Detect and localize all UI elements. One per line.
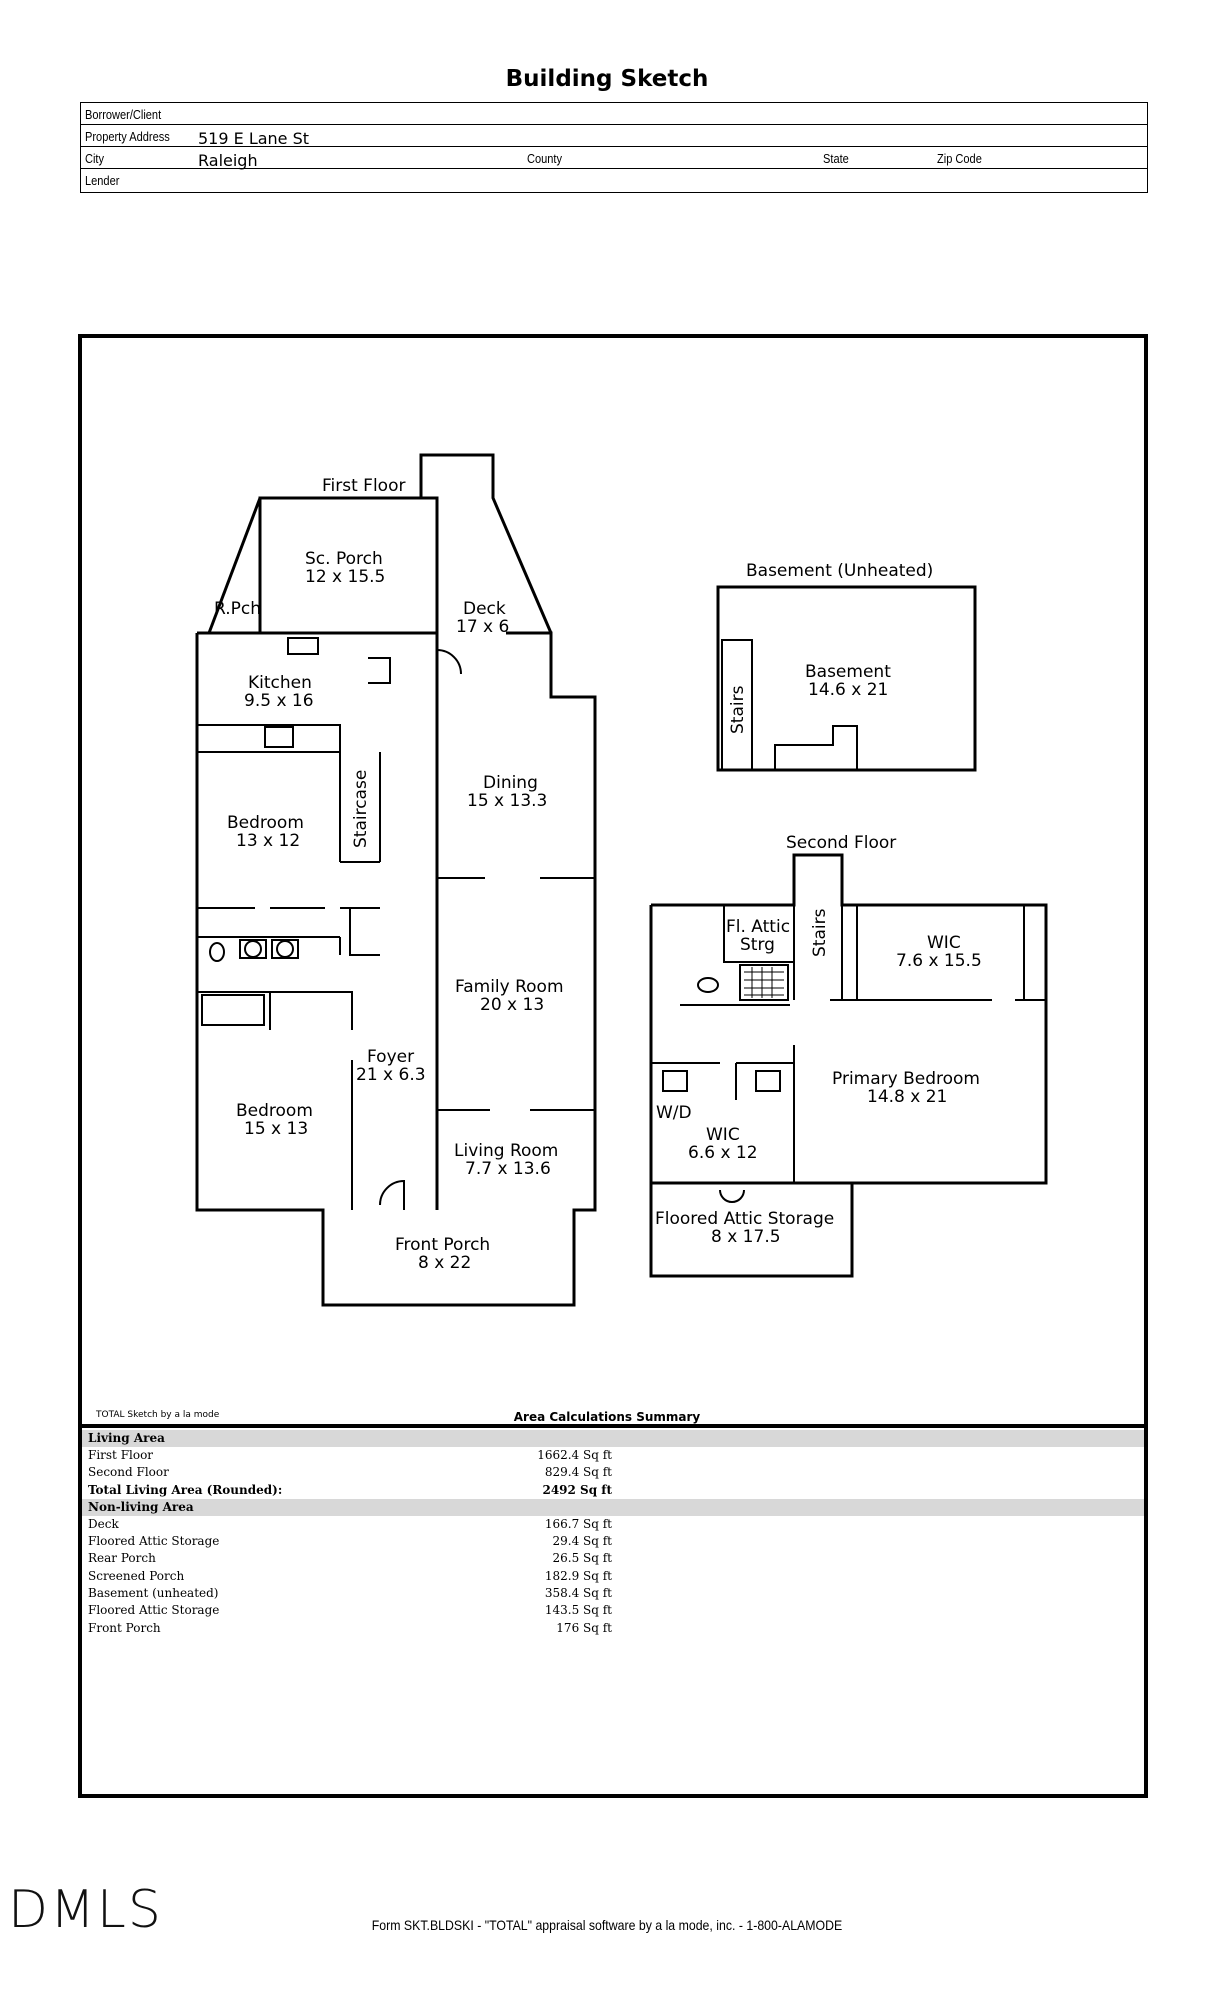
- floored-attic-label: Floored Attic Storage: [655, 1209, 834, 1229]
- nonliving-area-header: Non-living Area: [82, 1498, 1144, 1516]
- row-name: First Floor: [88, 1448, 154, 1462]
- dmls-logo: DMLS: [8, 1880, 163, 1940]
- row-value: 829.4 Sq ft: [544, 1465, 612, 1480]
- kitchen-dim: 9.5 x 16: [244, 691, 314, 711]
- living-room-dim: 7.7 x 13.6: [465, 1159, 551, 1179]
- staircase-label: Staircase: [351, 770, 371, 848]
- first-floor-label: First Floor: [322, 476, 405, 496]
- family-room-dim: 20 x 13: [480, 995, 544, 1015]
- table-row: Floored Attic Storage 29.4 Sq ft: [82, 1533, 1144, 1550]
- row-name: Front Porch: [88, 1620, 161, 1635]
- sc-porch-dim: 12 x 15.5: [305, 567, 385, 587]
- basement-label: Basement: [805, 662, 891, 682]
- city-value: Raleigh: [198, 151, 258, 170]
- row-name: Floored Attic Storage: [88, 1534, 220, 1549]
- row-name: Screened Porch: [88, 1568, 185, 1583]
- total-living-row: Total Living Area (Rounded): 2492 Sq ft: [82, 1482, 1144, 1499]
- basement-title: Basement (Unheated): [746, 561, 933, 581]
- row-value: 166.7 Sq ft: [544, 1516, 612, 1531]
- table-row: Floored Attic Storage 143.5 Sq ft: [82, 1602, 1144, 1619]
- bedroom2-label: Bedroom: [236, 1101, 313, 1121]
- row-value: 1662.4 Sq ft: [537, 1448, 612, 1462]
- row-name: Rear Porch: [88, 1551, 156, 1566]
- washer-dryer-label: W/D: [656, 1103, 692, 1123]
- dining-label: Dining: [483, 773, 538, 793]
- address-value: 519 E Lane St: [198, 129, 310, 148]
- state-label: State: [823, 151, 849, 166]
- bedroom1-dim: 13 x 12: [236, 831, 300, 851]
- family-room-label: Family Room: [455, 977, 564, 997]
- table-row: Screened Porch 182.9 Sq ft: [82, 1568, 1144, 1585]
- wic1-label: WIC: [927, 933, 961, 953]
- city-row: City Raleigh County State Zip Code: [81, 147, 1147, 170]
- wic1-dim: 7.6 x 15.5: [896, 951, 982, 971]
- table-row: Front Porch 176 Sq ft: [82, 1620, 1144, 1637]
- address-label: Property Address: [85, 129, 170, 144]
- zip-label: Zip Code: [937, 151, 982, 166]
- bedroom1-label: Bedroom: [227, 813, 304, 833]
- property-header-table: Borrower/Client Property Address 519 E L…: [80, 102, 1148, 193]
- form-footer: Form SKT.BLDSKI - "TOTAL" appraisal soft…: [371, 1917, 843, 1933]
- kitchen-label: Kitchen: [248, 673, 312, 693]
- second-floor-label: Second Floor: [786, 833, 896, 853]
- basement-stairs-label: Stairs: [728, 685, 748, 734]
- row-value: 143.5 Sq ft: [544, 1603, 612, 1618]
- borrower-row: Borrower/Client: [81, 103, 1147, 125]
- second-stairs-label: Stairs: [810, 908, 830, 957]
- table-row: Deck 166.7 Sq ft: [82, 1516, 1144, 1533]
- row-value: 182.9 Sq ft: [544, 1568, 612, 1583]
- foyer-dim: 21 x 6.3: [356, 1065, 426, 1085]
- row-value: 2492 Sq ft: [542, 1482, 612, 1497]
- basement-dim: 14.6 x 21: [808, 680, 888, 700]
- table-row: Second Floor 829.4 Sq ft: [82, 1464, 1144, 1481]
- fl-attic-strg-label: Strg: [740, 935, 775, 955]
- foyer-label: Foyer: [367, 1047, 414, 1067]
- row-name: Total Living Area (Rounded):: [88, 1482, 283, 1497]
- area-summary-table: Living Area First Floor 1662.4 Sq ft Sec…: [82, 1430, 1144, 1637]
- row-value: 29.4 Sq ft: [552, 1534, 612, 1549]
- lender-row: Lender: [81, 169, 1147, 191]
- row-value: 176 Sq ft: [556, 1620, 612, 1635]
- row-value: 358.4 Sq ft: [544, 1586, 612, 1601]
- front-porch-dim: 8 x 22: [418, 1253, 471, 1273]
- living-room-label: Living Room: [454, 1141, 558, 1161]
- row-value: 26.5 Sq ft: [552, 1551, 612, 1566]
- row-name: Second Floor: [88, 1465, 169, 1480]
- dining-dim: 15 x 13.3: [467, 791, 547, 811]
- bedroom2-dim: 15 x 13: [244, 1119, 308, 1139]
- fl-attic-label: Fl. Attic: [726, 917, 790, 937]
- county-label: County: [527, 151, 563, 166]
- table-row: Basement (unheated) 358.4 Sq ft: [82, 1585, 1144, 1602]
- area-summary-title: Area Calculations Summary: [513, 1410, 701, 1424]
- borrower-label: Borrower/Client: [85, 107, 162, 122]
- address-row: Property Address 519 E Lane St: [81, 125, 1147, 148]
- primary-bedroom-label: Primary Bedroom: [832, 1069, 980, 1089]
- table-row: Rear Porch 26.5 Sq ft: [82, 1550, 1144, 1567]
- deck-label: Deck: [463, 599, 506, 619]
- row-name: Floored Attic Storage: [88, 1603, 220, 1618]
- sketch-brand: TOTAL Sketch by a la mode: [96, 1410, 220, 1420]
- table-row: First Floor 1662.4 Sq ft: [82, 1447, 1144, 1464]
- page-title: Building Sketch: [505, 66, 709, 92]
- floored-attic-dim: 8 x 17.5: [711, 1227, 781, 1247]
- living-area-header: Living Area: [82, 1430, 1144, 1447]
- sc-porch-label: Sc. Porch: [305, 549, 383, 569]
- sketch-frame: [78, 334, 1148, 1798]
- rear-porch-label: R.Pch: [214, 599, 261, 619]
- row-name: Basement (unheated): [88, 1586, 219, 1601]
- deck-dim: 17 x 6: [456, 617, 509, 637]
- city-label: City: [85, 151, 105, 166]
- lender-label: Lender: [85, 173, 120, 188]
- front-porch-label: Front Porch: [395, 1235, 490, 1255]
- wic2-label: WIC: [706, 1125, 740, 1145]
- wic2-dim: 6.6 x 12: [688, 1143, 758, 1163]
- primary-bedroom-dim: 14.8 x 21: [867, 1087, 947, 1107]
- row-name: Deck: [88, 1516, 119, 1531]
